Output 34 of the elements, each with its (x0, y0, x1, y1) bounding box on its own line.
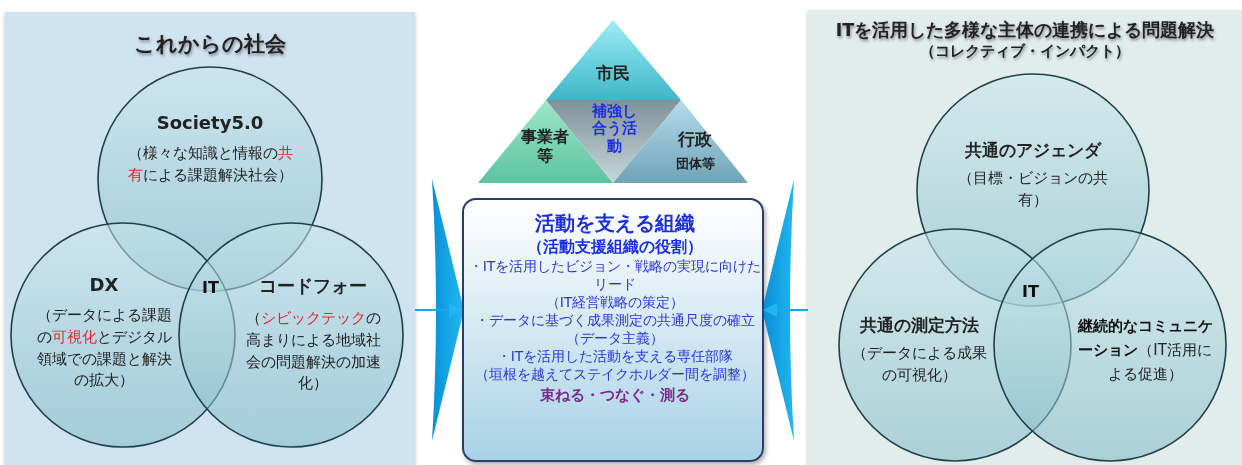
bullet-item: ・ITを活用したビジョン・戦略の実現に向けたリード (468, 258, 762, 294)
circle-heading: 共通のアジェンダ (964, 139, 1103, 162)
segment-label: 市民 (595, 62, 631, 85)
card-tagline: 束ねる・つなぐ・測る (539, 386, 691, 405)
bullet-item: （IT経営戦略の策定） (544, 294, 686, 312)
segment-label: 補強し合う活動 (590, 103, 638, 155)
section-panel (808, 10, 1242, 465)
panel-subtitle: （コレクティブ・インパクト） (919, 42, 1131, 61)
panel-title: ITを活用した多様な主体の連携による問題解決 (834, 19, 1216, 42)
triangle-segment (546, 20, 681, 100)
circle-description: （データによる成果の可視化） (850, 344, 988, 385)
circle-heading: Society5.0 (155, 112, 265, 133)
segment-label: 団体等 (674, 155, 716, 173)
circle-heading: コードフォー (258, 274, 368, 298)
intersection-label: IT (1022, 282, 1039, 301)
segment-label: 行政 (677, 128, 713, 151)
circle-heading: DX (88, 274, 120, 295)
venn-circle (178, 222, 404, 448)
circle-heading: 共通の測定方法 (858, 314, 980, 337)
venn-circle (993, 228, 1227, 462)
intersection-label: IT (202, 278, 219, 297)
panel-title: これからの社会 (133, 31, 287, 58)
section-panel (5, 12, 415, 465)
bullet-item: （垣根を越えてステイクホルダー間を調整） (474, 366, 756, 384)
circle-description: （データによる課題の可視化とデジタル領域での課題と解決の拡大） (36, 306, 172, 391)
circle-description: （目標・ビジョンの共有） (957, 169, 1109, 210)
card-subtitle: （活動支援組織の役割） (526, 237, 704, 258)
circle-description: （様々な知識と情報の共有による課題解決社会） (127, 144, 293, 185)
card-title: 活動を支える組織 (534, 210, 696, 237)
bullet-item: ・データに基づく成果測定の共通尺度の確立（データ主義） (474, 312, 756, 348)
circle-description: 継続的なコミュニケーション（IT活用による促進） (1076, 316, 1214, 385)
bullet-item: ・ITを活用した活動を支える専任部隊 (495, 348, 735, 366)
circle-description: （シビックテックの高まりによる地域社会の問題解決の加速化） (244, 309, 382, 394)
segment-label: 事業者等 (520, 127, 570, 166)
